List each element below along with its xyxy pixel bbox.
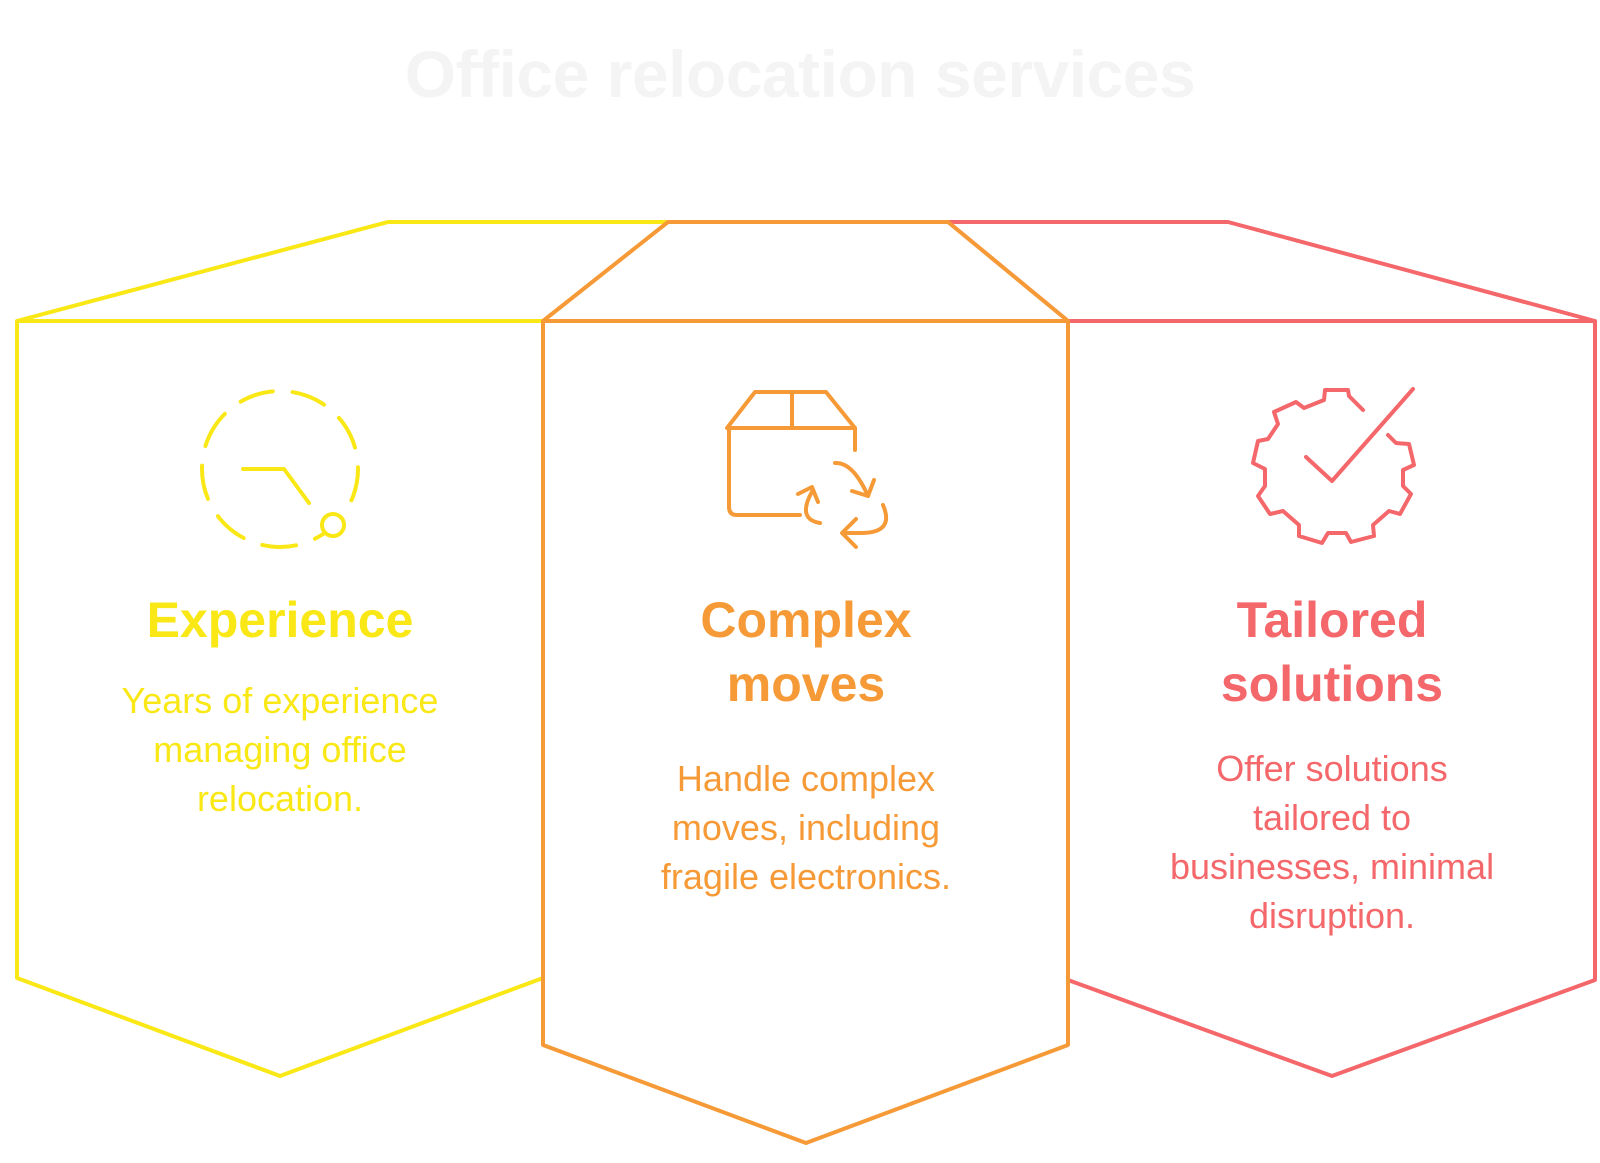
card-description: Years of experience managing office relo… (60, 676, 500, 823)
card-frame-complex-moves (541, 220, 1070, 1145)
card-tailored-solutions: Tailored solutions Offer solutions tailo… (1102, 588, 1562, 940)
dashed-dial-icon (200, 389, 360, 549)
card-description-line: disruption. (1248, 895, 1416, 936)
card-description: Offer solutions tailored to businesses, … (1102, 744, 1562, 940)
card-description-line: Offer solutions (1216, 748, 1448, 789)
card-experience: Experience Years of experience managing … (60, 588, 500, 823)
card-description-line: Handle complex (676, 758, 936, 799)
box-recycle-icon (725, 390, 889, 549)
card-title-line: Complex (700, 592, 912, 648)
card-frame-experience (15, 220, 668, 1078)
card-title: Complex moves (586, 588, 1026, 716)
card-description-line: moves, including (671, 807, 941, 848)
gear-check-icon (1251, 387, 1416, 545)
page-title: Office relocation services (404, 37, 1196, 111)
card-description-line: fragile electronics. (660, 856, 952, 897)
card-title: Experience (60, 588, 500, 652)
card-title-line: Tailored (1236, 592, 1428, 648)
card-title-line: Experience (146, 592, 414, 648)
card-title-line: moves (726, 656, 886, 712)
card-description-line: relocation. (196, 778, 364, 819)
card-description-line: managing office (153, 729, 407, 770)
card-title: Tailored solutions (1102, 588, 1562, 716)
card-description-line: tailored to (1252, 797, 1412, 838)
card-complex-moves: Complex moves Handle complex moves, incl… (586, 588, 1026, 901)
card-title-line: solutions (1220, 656, 1444, 712)
card-description: Handle complex moves, including fragile … (586, 754, 1026, 901)
card-description-line: businesses, minimal (1169, 846, 1495, 887)
card-description-line: Years of experience (121, 680, 439, 721)
